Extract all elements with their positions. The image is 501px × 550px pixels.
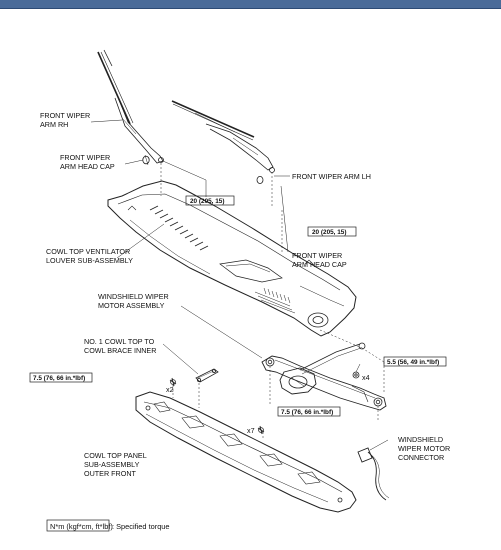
torque-box-arm-lh bbox=[307, 226, 357, 237]
motor-bolt-part bbox=[352, 371, 360, 379]
cowl-top-ventilator-louver-part bbox=[107, 180, 357, 337]
torque-motor-bolts: 5.5 (56, 49 in.*lbf) bbox=[387, 359, 439, 366]
leader-lines bbox=[90, 119, 389, 451]
label-cowl-brace: NO. 1 COWL TOP TO COWL BRACE INNER bbox=[84, 337, 156, 355]
qty-brace-right: x7 bbox=[247, 426, 255, 435]
wiper-arm-rh-part bbox=[97, 49, 164, 164]
qty-brace-left: x2 bbox=[166, 385, 174, 394]
legend-unit-box bbox=[46, 519, 110, 532]
label-head-cap-lh: FRONT WIPER ARM HEAD CAP bbox=[292, 251, 347, 269]
cowl-top-panel-part bbox=[135, 391, 357, 513]
wiper-motor-assembly-part bbox=[261, 342, 387, 411]
cowl-brace-inner-part bbox=[169, 368, 219, 387]
legend-unit: N*m (kgf*cm, ft*lbf) bbox=[50, 522, 113, 531]
alignment-lines bbox=[160, 163, 385, 440]
label-motor-connector: WINDSHIELD WIPER MOTOR CONNECTOR bbox=[398, 435, 452, 462]
head-cap-rh-part bbox=[142, 154, 150, 166]
torque-box-brace-right bbox=[277, 406, 341, 417]
legend-description: : Specified torque bbox=[112, 522, 170, 531]
label-cowl-louver: COWL TOP VENTILATOR LOUVER SUB-ASSEMBLY bbox=[46, 247, 133, 265]
torque-arm-rh: 20 (205, 15) bbox=[190, 198, 224, 205]
label-cowl-panel: COWL TOP PANEL SUB-ASSEMBLY OUTER FRONT bbox=[84, 451, 148, 478]
label-motor-assembly: WINDSHIELD WIPER MOTOR ASSEMBLY bbox=[98, 292, 171, 310]
torque-box-brace-left bbox=[29, 372, 93, 383]
torque-box-motor bbox=[383, 356, 447, 367]
torque-brace-right: 7.5 (76, 66 in.*lbf) bbox=[281, 409, 333, 416]
wiper-arm-lh-part bbox=[171, 100, 275, 184]
label-wiper-arm-lh: FRONT WIPER ARM LH bbox=[292, 172, 371, 181]
wiper-motor-connector-part bbox=[357, 447, 390, 501]
qty-motor-bolts: x4 bbox=[362, 373, 370, 382]
torque-box-arm-rh bbox=[185, 195, 235, 206]
torque-arm-lh: 20 (205, 15) bbox=[312, 229, 346, 236]
torque-brace-left: 7.5 (76, 66 in.*lbf) bbox=[33, 375, 85, 382]
label-wiper-arm-rh: FRONT WIPER ARM RH bbox=[40, 111, 92, 129]
header-bar bbox=[0, 0, 501, 9]
label-head-cap-rh: FRONT WIPER ARM HEAD CAP bbox=[60, 153, 115, 171]
